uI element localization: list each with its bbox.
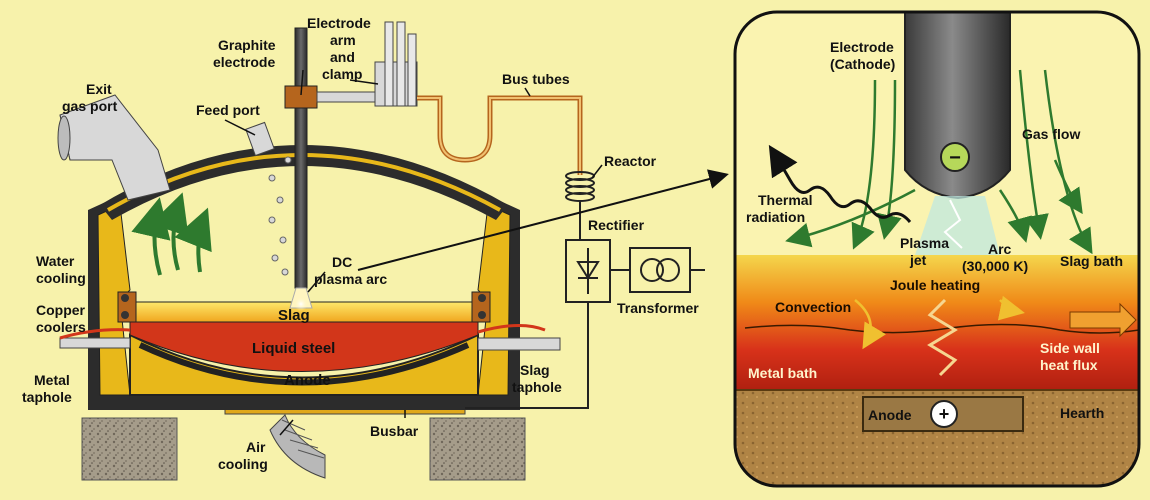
label-copper-coolers-1: Copper	[36, 302, 86, 318]
left-copper-coolers	[117, 291, 137, 323]
furnace-labels: Exit gas port Graphite electrode Electro…	[22, 15, 699, 472]
return-wire	[465, 302, 589, 409]
plasma-jet	[915, 196, 1000, 255]
label-anode-detail: Anode	[868, 407, 912, 423]
label-copper-coolers-2: coolers	[36, 319, 86, 335]
label-exit-gas-port-2: gas port	[62, 98, 118, 114]
anode-plus-badge	[930, 400, 958, 428]
feed-particles	[268, 156, 292, 276]
label-busbar: Busbar	[370, 423, 419, 439]
metal-taphole-pipe	[59, 337, 131, 349]
label-electrode-arm-4: clamp	[322, 66, 362, 82]
label-arc-2: (30,000 K)	[962, 258, 1028, 274]
label-side-wall-1: Side wall	[1040, 340, 1100, 356]
plus-sign: +	[939, 404, 950, 424]
label-transformer: Transformer	[617, 300, 699, 316]
label-bus-tubes: Bus tubes	[502, 71, 570, 87]
furnace-roof	[100, 145, 508, 220]
reactor-coil	[565, 171, 595, 202]
label-liquid-steel: Liquid steel	[252, 340, 335, 357]
detail-gas-flow-arrows	[785, 69, 1093, 255]
minus-sign: −	[949, 147, 961, 169]
furnace-illustration	[57, 21, 729, 481]
label-side-wall-2: heat flux	[1040, 357, 1098, 373]
label-water-cooling-2: cooling	[36, 270, 86, 286]
right-copper-coolers	[471, 291, 491, 323]
label-thermal-radiation-2: radiation	[746, 209, 805, 225]
exit-gas-port	[57, 94, 171, 201]
label-hearth: Hearth	[1060, 405, 1104, 421]
label-electrode-cathode-2: (Cathode)	[830, 56, 895, 72]
graphite-electrode	[294, 27, 308, 289]
label-air-cooling-2: cooling	[218, 456, 268, 472]
label-slag-bath: Slag bath	[1060, 253, 1123, 269]
joule-heating-zigzag	[927, 298, 958, 377]
label-dc-plasma-arc-2: plasma arc	[314, 271, 387, 287]
label-electrode-arm-3: and	[330, 49, 355, 65]
bus-tubes	[417, 95, 583, 175]
label-convection: Convection	[775, 299, 851, 315]
label-rectifier: Rectifier	[588, 217, 645, 233]
convection-arrows	[854, 295, 1025, 350]
gas-flow-arrows	[131, 192, 212, 276]
slag-taphole-pipe	[477, 337, 561, 351]
cathode-minus-badge	[940, 142, 970, 172]
left-foundation	[81, 417, 178, 481]
detail-labels: Electrode (Cathode) Gas flow Thermal rad…	[746, 39, 1123, 423]
feed-port	[245, 121, 275, 157]
label-thermal-radiation-1: Thermal	[758, 192, 812, 208]
leader-lines	[224, 69, 603, 436]
zoom-connector-arrow	[357, 169, 729, 271]
liquid-steel-bath	[129, 319, 479, 372]
label-electrode-cathode-1: Electrode	[830, 39, 894, 55]
label-graphite-electrode-2: electrode	[213, 54, 275, 70]
label-air-cooling-1: Air	[246, 439, 266, 455]
label-graphite-electrode-1: Graphite	[218, 37, 276, 53]
label-metal-taphole-2: taphole	[22, 389, 72, 405]
label-slag: Slag	[278, 307, 310, 324]
label-plasma-jet-2: jet	[909, 252, 927, 268]
label-gas-flow: Gas flow	[1022, 126, 1080, 142]
label-plasma-jet-1: Plasma	[900, 235, 949, 251]
label-anode: Anode	[284, 372, 331, 389]
rectifier	[565, 239, 611, 303]
transformer	[610, 247, 705, 293]
label-electrode-arm-1: Electrode	[307, 15, 371, 31]
dc-plasma-arc	[289, 287, 313, 311]
label-reactor: Reactor	[604, 153, 657, 169]
label-slag-taphole-2: taphole	[512, 379, 562, 395]
label-water-cooling-1: Water	[36, 253, 75, 269]
label-metal-bath: Metal bath	[748, 365, 817, 381]
label-slag-taphole-1: Slag	[520, 362, 550, 378]
label-dc-plasma-arc-1: DC	[332, 254, 352, 270]
label-feed-port: Feed port	[196, 102, 260, 118]
thermal-radiation-arrow	[768, 144, 912, 223]
detail-frame	[733, 10, 1141, 488]
label-joule-heating: Joule heating	[890, 277, 980, 293]
label-electrode-arm-2: arm	[330, 32, 356, 48]
right-foundation	[429, 417, 526, 481]
air-cooling-duct	[269, 414, 326, 479]
arc-zone-detail: −	[733, 10, 1141, 488]
label-exit-gas-port-1: Exit	[86, 81, 112, 97]
label-arc-1: Arc	[988, 241, 1012, 257]
electrode-arm	[374, 21, 418, 107]
label-metal-taphole-1: Metal	[34, 372, 70, 388]
side-wall-heat-flux-arrow	[1069, 302, 1137, 338]
